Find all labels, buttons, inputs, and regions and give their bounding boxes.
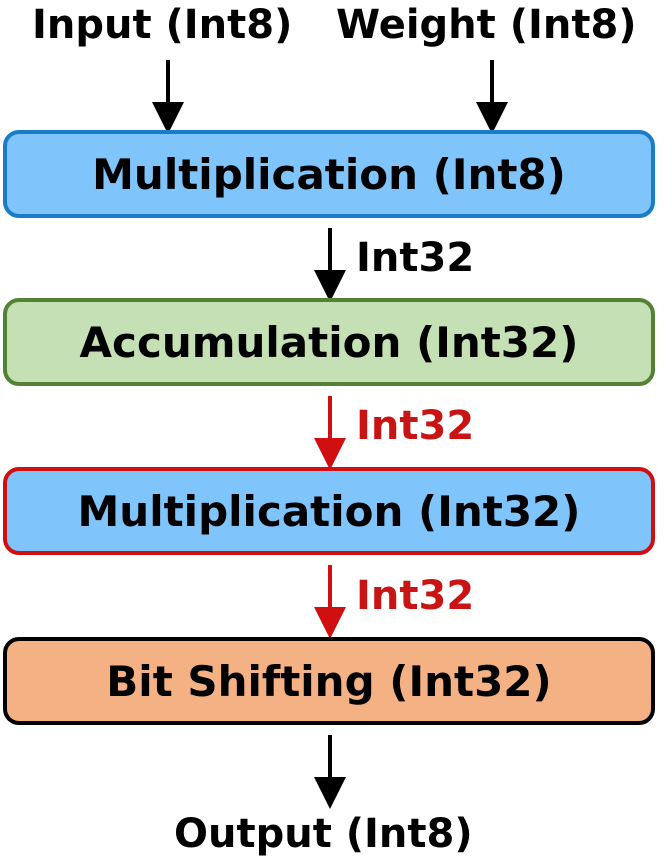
multiplication-int8-box: Multiplication (Int8): [3, 130, 655, 218]
multiplication-int32-box: Multiplication (Int32): [3, 467, 655, 555]
accumulation-int32-box: Accumulation (Int32): [3, 298, 655, 386]
edge-label-int32-3: Int32: [356, 573, 475, 619]
bit-shifting-int32-box: Bit Shifting (Int32): [3, 637, 655, 725]
output-label: Output (Int8): [174, 811, 473, 857]
weight-label: Weight (Int8): [336, 2, 637, 48]
edge-label-int32-1: Int32: [356, 235, 475, 281]
input-label: Input (Int8): [32, 2, 293, 48]
edge-label-int32-2: Int32: [356, 403, 475, 449]
